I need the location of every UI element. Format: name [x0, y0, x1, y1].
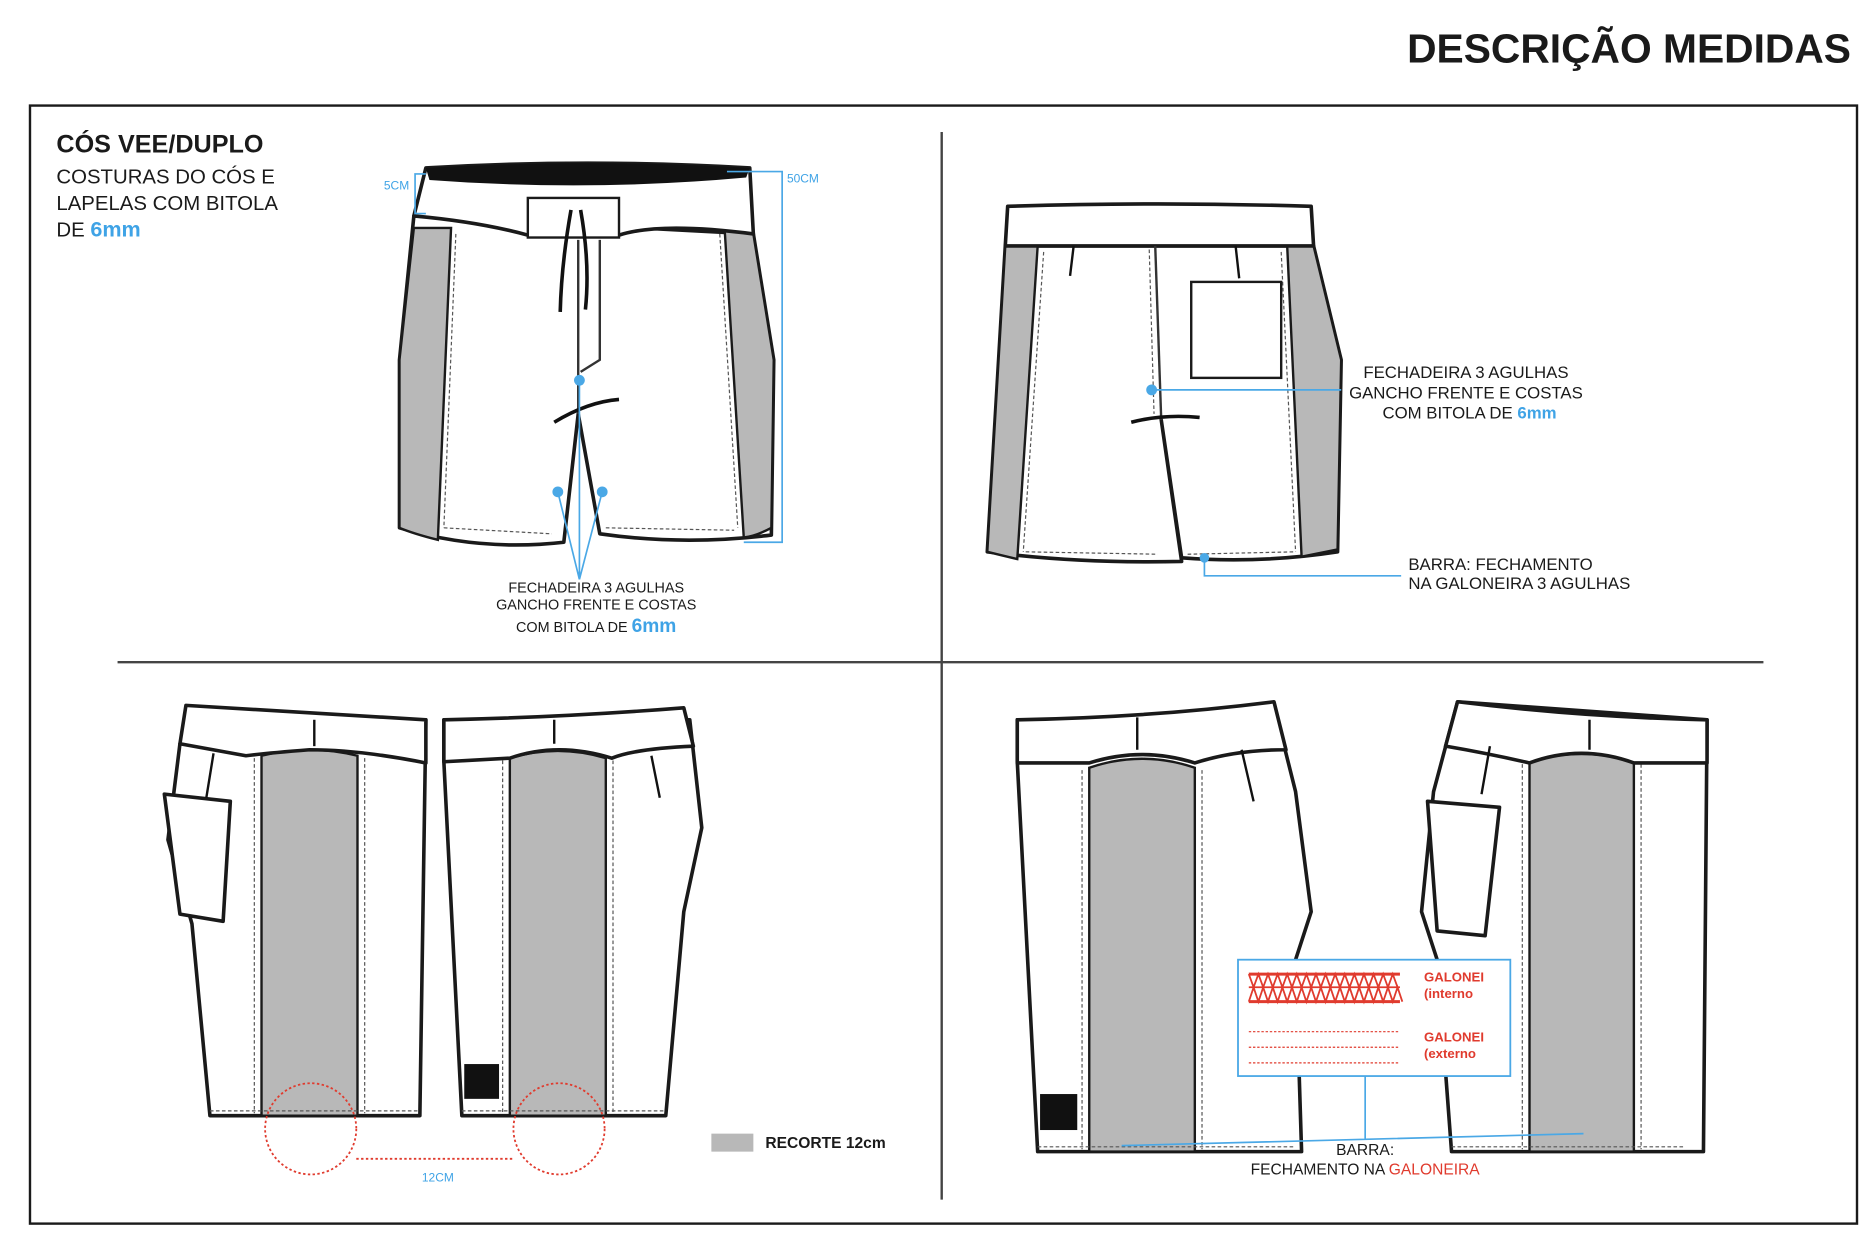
svg-text:FECHAMENTO NA GALONEIRA: FECHAMENTO NA GALONEIRA: [1251, 1161, 1481, 1178]
page-title: DESCRIÇÃO MEDIDAS: [1407, 25, 1851, 71]
stitch-internal-label1: GALONEI: [1424, 969, 1484, 984]
front-heading: CÓS VEE/DUPLO: [56, 128, 263, 158]
side-shorts-drawing-4: [1419, 699, 1709, 1154]
front-desc-line3: DE: [56, 219, 90, 241]
measure-circle-left: [264, 1082, 358, 1176]
front-callout-line1: FECHADEIRA 3 AGULHAS: [508, 581, 684, 597]
brand-logo: [1040, 1094, 1078, 1131]
svg-text:DE 6mm: DE 6mm: [56, 216, 140, 241]
stitch-legend-box: [1237, 958, 1512, 1077]
frame-border: [28, 104, 1859, 1225]
front-callout-leader: [557, 380, 604, 580]
distance-label: 12CM: [422, 1171, 454, 1185]
panel-front: CÓS VEE/DUPLO COSTURAS DO CÓS E LAPELAS …: [56, 128, 819, 637]
side-shorts-drawing-2: [442, 705, 704, 1118]
front-desc-highlight: 6mm: [90, 216, 140, 241]
stitch-external-label2: (externo: [1424, 1046, 1476, 1061]
panel-sides-right: GALONEI (interno GALONEI (externo BARRA:…: [1015, 699, 1709, 1178]
panel-sides-left: 12CM RECORTE 12cm: [162, 703, 886, 1185]
stitch-internal-label2: (interno: [1424, 986, 1473, 1001]
back-callout-line1: FECHADEIRA 3 AGULHAS: [1363, 363, 1568, 382]
waistband-measure-line: [414, 173, 426, 215]
waistband-measure-label: 5CM: [384, 179, 409, 193]
legend-swatch: [711, 1133, 754, 1152]
hem-leader: [1121, 1076, 1584, 1147]
front-desc-line1: COSTURAS DO CÓS E: [56, 166, 275, 189]
brand-logo: [464, 1064, 500, 1099]
svg-text:COM BITOLA DE 6mm: COM BITOLA DE 6mm: [1382, 404, 1556, 423]
back-hem-leader: [1203, 557, 1402, 577]
side-shorts-drawing-3: [1015, 699, 1313, 1154]
legend-label: RECORTE 12cm: [765, 1135, 885, 1152]
back-callout-highlight: 6mm: [1517, 404, 1556, 423]
hem-line2: FECHAMENTO NA: [1251, 1161, 1389, 1178]
panel-back: FECHADEIRA 3 AGULHAS GANCHO FRENTE E COS…: [985, 202, 1630, 593]
measure-circle-right: [512, 1082, 606, 1176]
stitch-internal-pattern: [1247, 971, 1404, 1005]
back-callout-line2: GANCHO FRENTE E COSTAS: [1349, 383, 1583, 402]
front-desc-line2: LAPELAS COM BITOLA: [56, 193, 278, 215]
back-hem-line1: BARRA: FECHAMENTO: [1408, 555, 1592, 574]
front-shorts-drawing: [397, 161, 776, 547]
front-callout-highlight: 6mm: [632, 616, 677, 637]
length-measure-label: 50CM: [787, 171, 819, 185]
hem-line1: BARRA:: [1336, 1142, 1394, 1159]
side-shorts-drawing-1: [162, 703, 428, 1118]
back-shorts-drawing: [985, 202, 1343, 564]
back-callout-line3: COM BITOLA DE: [1382, 404, 1517, 423]
back-hem-line2: NA GALONEIRA 3 AGULHAS: [1408, 574, 1630, 593]
svg-text:COM BITOLA DE 6mm: COM BITOLA DE 6mm: [516, 616, 676, 637]
stitch-external-pattern: [1248, 1031, 1400, 1064]
hem-line2-highlight: GALONEIRA: [1389, 1161, 1481, 1178]
length-measure-line: [726, 170, 783, 544]
front-callout-line3: COM BITOLA DE: [516, 620, 632, 636]
front-callout-line2: GANCHO FRENTE E COSTAS: [496, 597, 696, 613]
stitch-external-label1: GALONEI: [1424, 1029, 1484, 1044]
